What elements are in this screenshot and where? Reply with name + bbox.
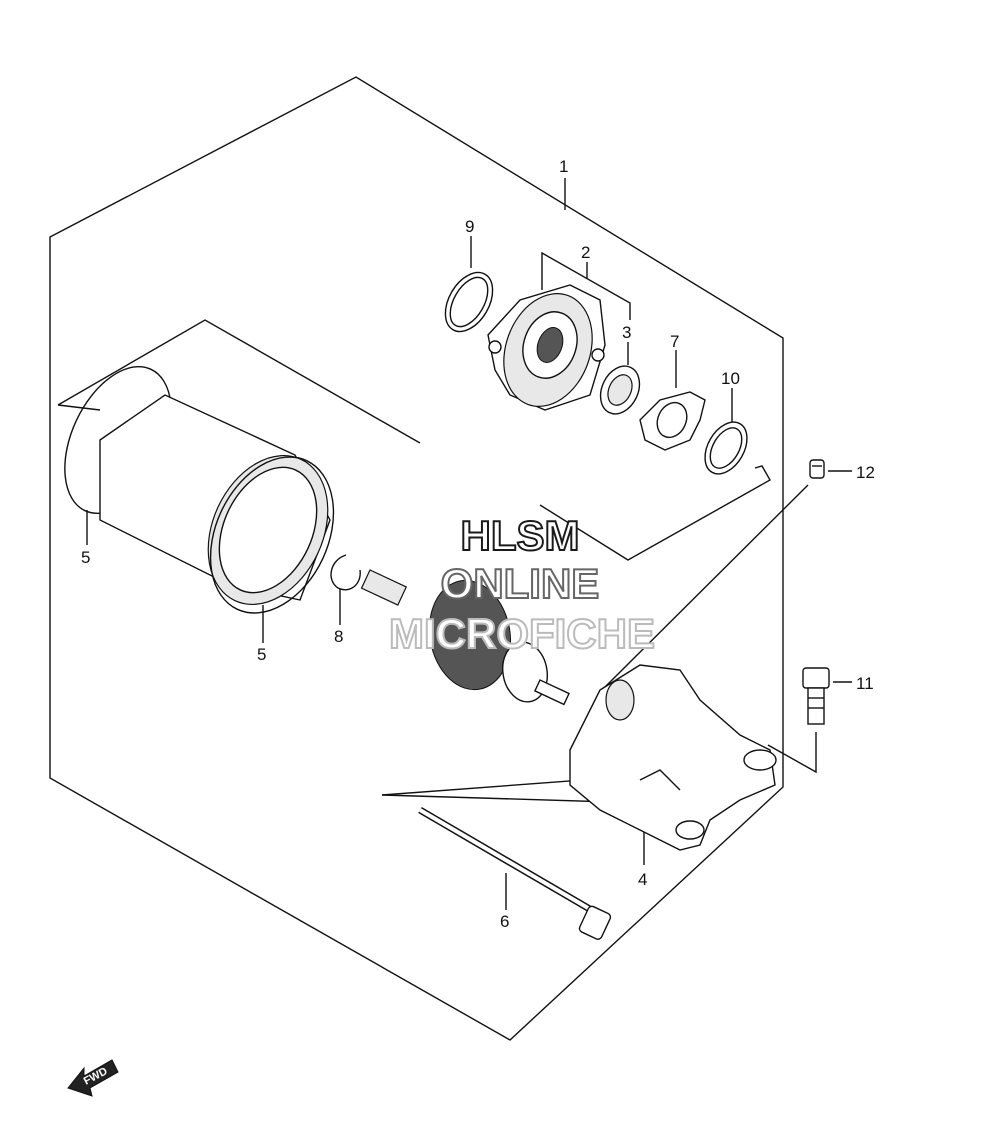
inner-group-boundary	[57, 319, 421, 444]
circlip-8	[330, 554, 361, 591]
callout-2: 2	[581, 243, 590, 262]
front-bracket-2	[487, 284, 606, 411]
callout-7: 7	[670, 332, 679, 351]
callout-3: 3	[622, 323, 631, 342]
motor-case	[99, 394, 331, 606]
o-ring-9	[444, 271, 494, 333]
callout-4: 4	[638, 870, 647, 889]
leader-11b	[767, 732, 817, 774]
rear-housing-4	[569, 664, 777, 851]
inner-group-boundary-3	[539, 465, 771, 561]
through-bolt-6	[418, 806, 612, 940]
callout-1: 1	[559, 157, 568, 176]
oil-seal-3	[599, 365, 641, 415]
fwd-arrow-icon: FWD	[67, 1059, 119, 1097]
inner-group-boundary-2	[57, 404, 101, 411]
armature	[360, 569, 570, 706]
callout-12: 12	[856, 463, 875, 482]
assembly-boundary	[49, 76, 784, 1041]
watermark-line-1: HLSM	[461, 512, 580, 559]
callout-11: 11	[856, 674, 874, 693]
callout-5-left: 5	[81, 548, 90, 567]
lock-washer-7	[639, 391, 706, 451]
o-ring-5-right	[209, 456, 335, 614]
callout-8: 8	[334, 627, 343, 646]
watermark-line-3: MICROFICHE	[389, 610, 655, 657]
watermark-line-2: ONLINE	[441, 560, 600, 607]
screw-12	[809, 459, 825, 479]
callout-10: 10	[721, 369, 740, 388]
leader-2	[541, 251, 631, 320]
leader-12b	[603, 484, 809, 689]
o-ring-10	[704, 421, 748, 475]
callout-5-right: 5	[257, 645, 266, 664]
bolt-11	[802, 667, 830, 725]
callout-6: 6	[500, 912, 509, 931]
callout-9: 9	[465, 217, 474, 236]
